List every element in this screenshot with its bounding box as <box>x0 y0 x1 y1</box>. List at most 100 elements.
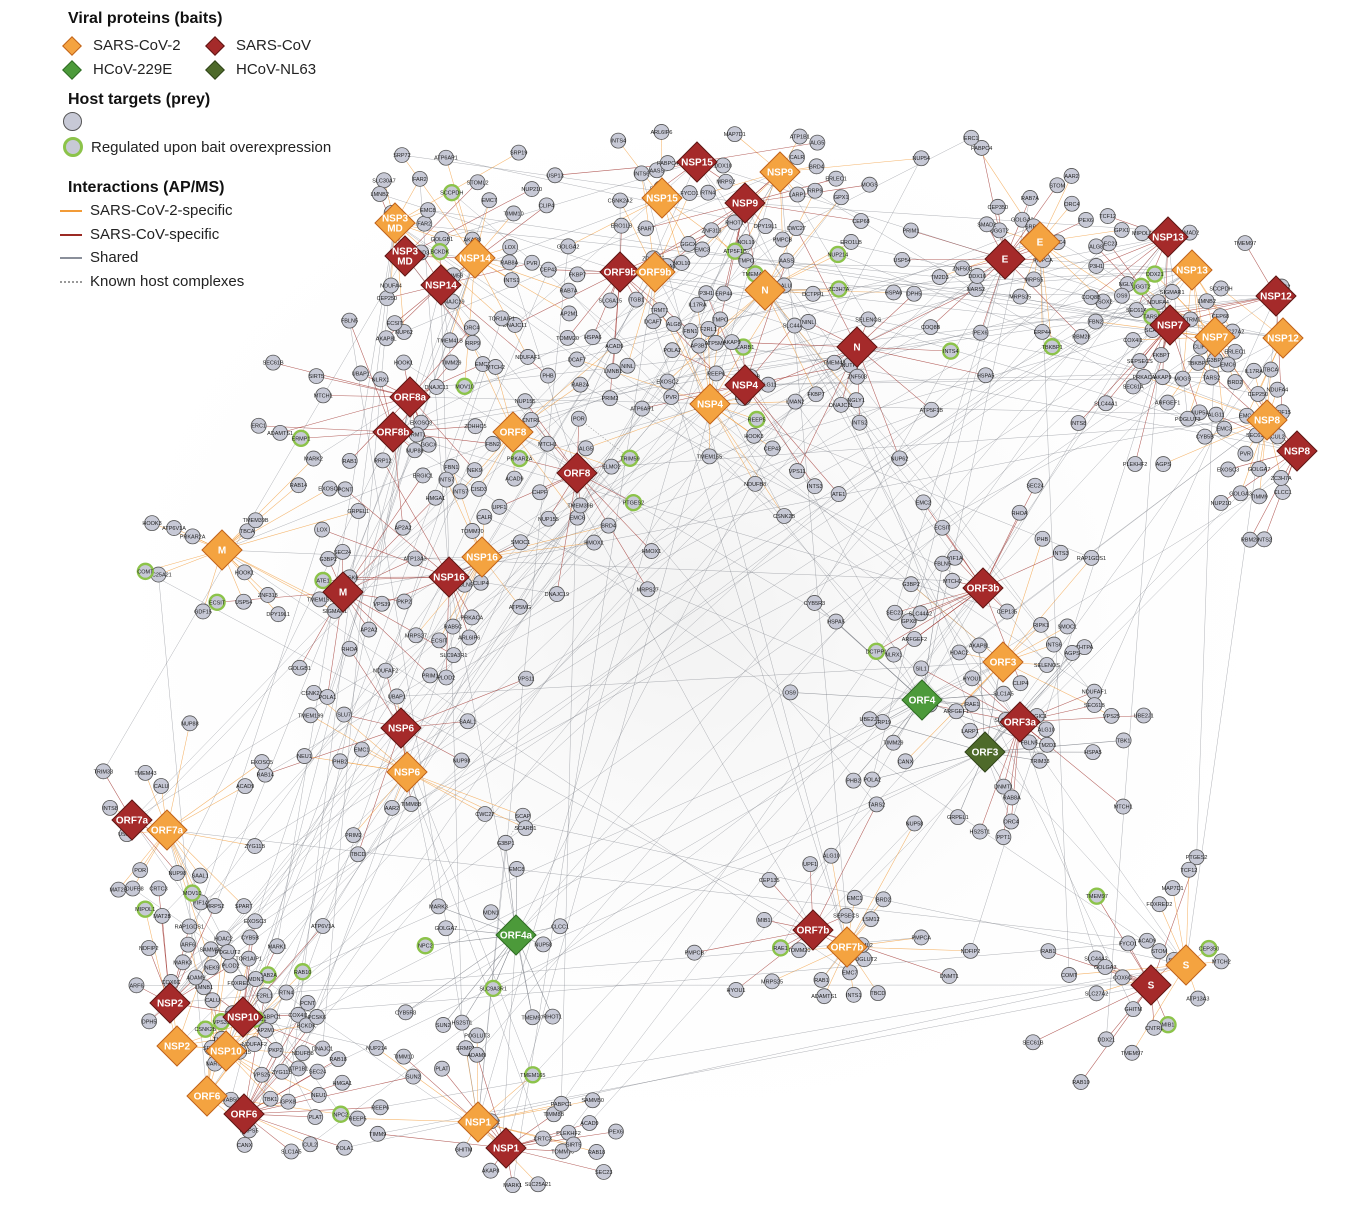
prey-node[interactable]: MARK3 <box>173 954 192 971</box>
prey-node[interactable]: NDUFAF2 <box>373 662 398 679</box>
prey-node[interactable]: CLIP4 <box>1012 675 1029 692</box>
prey-node[interactable]: TBKBP1 <box>1187 354 1208 371</box>
prey-node[interactable]: TIMM9 <box>369 1125 386 1142</box>
prey-node[interactable]: TBCD <box>870 985 886 1002</box>
prey-node[interactable]: ORC4 <box>1063 195 1080 212</box>
prey-node[interactable]: VPS39 <box>373 595 390 612</box>
prey-node[interactable]: RIPK1 <box>1033 616 1049 633</box>
prey-node[interactable]: FKBP7 <box>1152 347 1170 363</box>
prey-node[interactable]: EMC7 <box>481 192 498 209</box>
prey-node[interactable]: CALR <box>476 508 493 525</box>
prey-node[interactable]: ARF6 <box>128 977 145 994</box>
prey-node[interactable]: MTCH1 <box>1114 798 1133 815</box>
prey-node[interactable]: AAR2 <box>1063 168 1080 184</box>
prey-node[interactable]: MARK1 <box>268 938 287 955</box>
prey-node[interactable]: ZNF318 <box>258 587 278 603</box>
prey-node[interactable]: INTS8 <box>1070 415 1087 431</box>
prey-node[interactable]: RAB10 <box>1072 1074 1090 1090</box>
prey-node[interactable]: BRD4 <box>808 158 825 175</box>
prey-node[interactable]: DPY19L1 <box>266 606 290 623</box>
prey-node[interactable]: SIRT5 <box>308 368 325 384</box>
prey-node[interactable]: CSNK2B <box>773 508 796 524</box>
prey-node[interactable]: IL17RA <box>1245 362 1264 379</box>
prey-node[interactable]: PRIM1 <box>422 667 439 684</box>
prey-node[interactable]: OS9 <box>1114 287 1130 304</box>
prey-node[interactable]: MDN1 <box>483 904 499 921</box>
prey-node[interactable]: PRIM2 <box>602 390 619 407</box>
prey-node[interactable]: ATP13A3 <box>1186 990 1209 1007</box>
prey-node[interactable]: CYB5B <box>241 929 259 946</box>
prey-node[interactable]: STOM <box>1049 177 1066 194</box>
prey-node[interactable]: HSPA6 <box>885 284 903 301</box>
prey-node[interactable]: CEP250 <box>1248 386 1269 402</box>
prey-node[interactable]: DCTPP1 <box>866 642 888 660</box>
prey-node[interactable]: SELENOS <box>855 311 882 328</box>
prey-node[interactable]: RHOA <box>1012 504 1028 521</box>
prey-node[interactable]: ERMP1 <box>292 429 311 448</box>
prey-node[interactable]: MIPOL1 <box>135 900 155 918</box>
prey-node[interactable]: MAT2B <box>153 907 171 924</box>
prey-node[interactable]: COMT <box>136 562 154 581</box>
prey-node[interactable]: GDF15 <box>194 603 212 620</box>
prey-node[interactable]: ORC4 <box>1003 813 1020 830</box>
prey-node[interactable]: NDUFB8 <box>292 1045 314 1062</box>
prey-node[interactable]: AGPS <box>1064 645 1081 661</box>
prey-node[interactable]: HSPA5 <box>827 613 845 630</box>
prey-node[interactable]: NUP88 <box>406 442 424 459</box>
bait-node-nsp12-sars[interactable]: NSP12 <box>1255 275 1297 317</box>
prey-node[interactable]: G3BP2 <box>319 550 337 567</box>
prey-node[interactable]: RAE1 <box>771 939 790 957</box>
prey-node[interactable]: COX4I1 <box>1123 332 1143 348</box>
prey-node[interactable]: RAE1 <box>964 696 981 713</box>
prey-node[interactable]: SAMM50 <box>200 941 223 958</box>
prey-node[interactable]: ERC1 <box>250 417 267 434</box>
prey-node[interactable]: ACAD9 <box>1138 932 1156 949</box>
prey-node[interactable]: NEU1 <box>310 1087 327 1103</box>
prey-node[interactable]: RAB10 <box>294 963 311 981</box>
prey-node[interactable]: DNAJC11 <box>424 379 449 395</box>
prey-node[interactable]: F2RL1 <box>700 320 717 337</box>
prey-node[interactable]: MOGS <box>1174 370 1191 387</box>
prey-node[interactable]: UPF1 <box>802 856 819 873</box>
prey-node[interactable]: PRIM1 <box>902 222 919 239</box>
prey-node[interactable]: PEX6 <box>1078 212 1094 228</box>
prey-node[interactable]: TMEM199 <box>298 707 323 724</box>
prey-node[interactable]: FBN2 <box>484 435 501 452</box>
prey-node[interactable]: ECSIT <box>208 593 226 611</box>
prey-node[interactable]: FAR2 <box>416 215 433 232</box>
prey-node[interactable]: UBE2J1 <box>859 711 880 728</box>
prey-node[interactable]: CWC27 <box>787 220 806 237</box>
prey-node[interactable]: AP3B1 <box>690 337 708 354</box>
prey-node[interactable]: NUP214 <box>827 245 848 264</box>
prey-node[interactable]: CEP135 <box>759 871 780 888</box>
prey-node[interactable]: PMPCA <box>911 929 931 946</box>
prey-node[interactable]: PHB2 <box>845 772 862 789</box>
prey-node[interactable]: ARF6 <box>180 936 197 953</box>
prey-node[interactable]: SAAL1 <box>192 867 209 884</box>
prey-node[interactable]: BCKDK <box>430 242 450 261</box>
prey-node[interactable]: UPF1 <box>491 498 508 515</box>
prey-node[interactable]: TMEM165 <box>697 448 722 465</box>
prey-node[interactable]: HMGA1 <box>426 489 446 506</box>
prey-node[interactable]: PABPC4 <box>971 140 992 156</box>
prey-node[interactable]: RHOT1 <box>543 1008 562 1025</box>
prey-node[interactable]: TIMM10 <box>394 1048 414 1065</box>
prey-node[interactable]: CHPF <box>531 484 548 501</box>
prey-node[interactable]: NOL10 <box>737 234 755 251</box>
prey-node[interactable]: PLAT <box>434 1060 450 1077</box>
prey-node[interactable]: POLA1 <box>336 1139 354 1156</box>
prey-node[interactable]: RAB1 <box>341 452 358 469</box>
prey-node[interactable]: CEP43 <box>764 440 781 457</box>
prey-node[interactable]: SIL1 <box>913 660 930 677</box>
prey-node[interactable]: ERLEC1 <box>825 170 847 187</box>
prey-node[interactable]: POGLUT3 <box>1175 410 1201 427</box>
prey-node[interactable]: PTGES2 <box>1186 849 1208 866</box>
prey-node[interactable]: POLA1 <box>319 689 337 705</box>
prey-node[interactable]: EMC3 <box>1216 420 1233 437</box>
prey-node[interactable]: INTS6 <box>1046 636 1062 653</box>
prey-node[interactable]: EMC6 <box>1220 356 1236 373</box>
prey-node[interactable]: P3H1 <box>698 285 715 302</box>
prey-node[interactable]: ATP5F1B <box>723 242 747 260</box>
prey-node[interactable]: ATP6AP1 <box>630 400 654 417</box>
prey-node[interactable]: ALG5 <box>809 134 826 151</box>
